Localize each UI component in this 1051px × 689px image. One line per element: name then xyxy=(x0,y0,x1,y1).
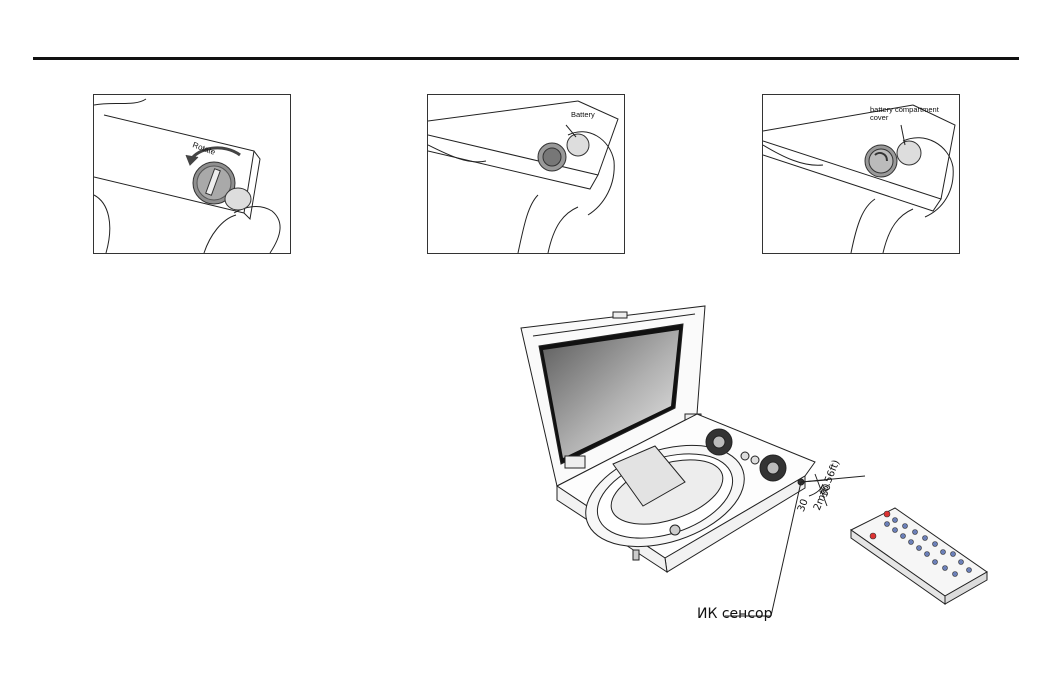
dvd-player-remote-range-diagram xyxy=(515,296,990,631)
header-rule xyxy=(33,57,1019,60)
step-insert-battery-figure: Battery xyxy=(427,94,625,254)
step-close-cover-figure: battery compartment cover xyxy=(762,94,960,254)
rotate-illustration xyxy=(94,95,290,253)
ir-sensor-label: ИК сенсор xyxy=(697,606,772,622)
cover-caption-line2: cover xyxy=(870,114,888,122)
close-cover-illustration xyxy=(763,95,959,253)
step-rotate-cover-figure: Rotate xyxy=(93,94,291,254)
battery-caption: Battery xyxy=(571,111,595,119)
